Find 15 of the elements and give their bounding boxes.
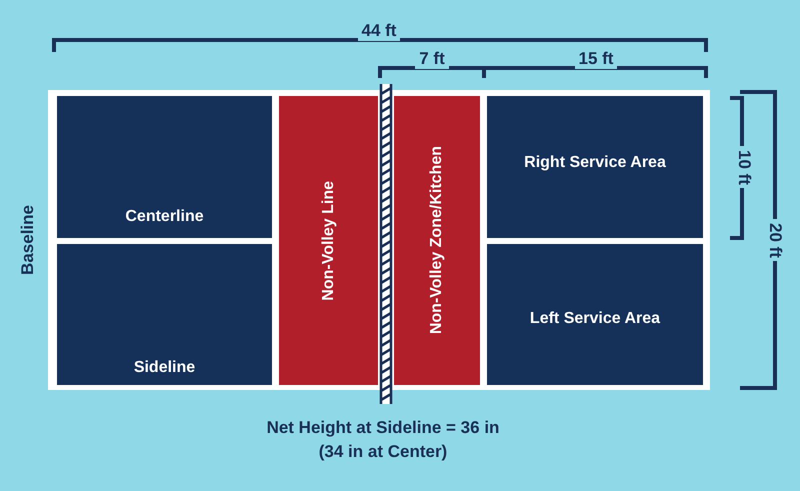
service-area	[487, 244, 703, 385]
area-label: Sideline	[134, 359, 196, 377]
area-label: Non-Volley Line	[320, 180, 338, 300]
dimension-label: 44 ft	[358, 21, 400, 41]
area-label: Right Service Area	[524, 154, 666, 172]
area-label: Centerline	[125, 208, 204, 226]
dimension-label: 15 ft	[574, 49, 618, 69]
area-label: Left Service Area	[530, 310, 660, 328]
non-volley-zone	[279, 96, 378, 385]
court-area	[57, 96, 272, 238]
area-label: Non-Volley Zone/Kitchen	[428, 146, 446, 335]
service-area	[487, 96, 703, 238]
non-volley-zone	[394, 96, 480, 385]
dimension-label: 7 ft	[415, 49, 449, 69]
court-area	[57, 244, 272, 385]
